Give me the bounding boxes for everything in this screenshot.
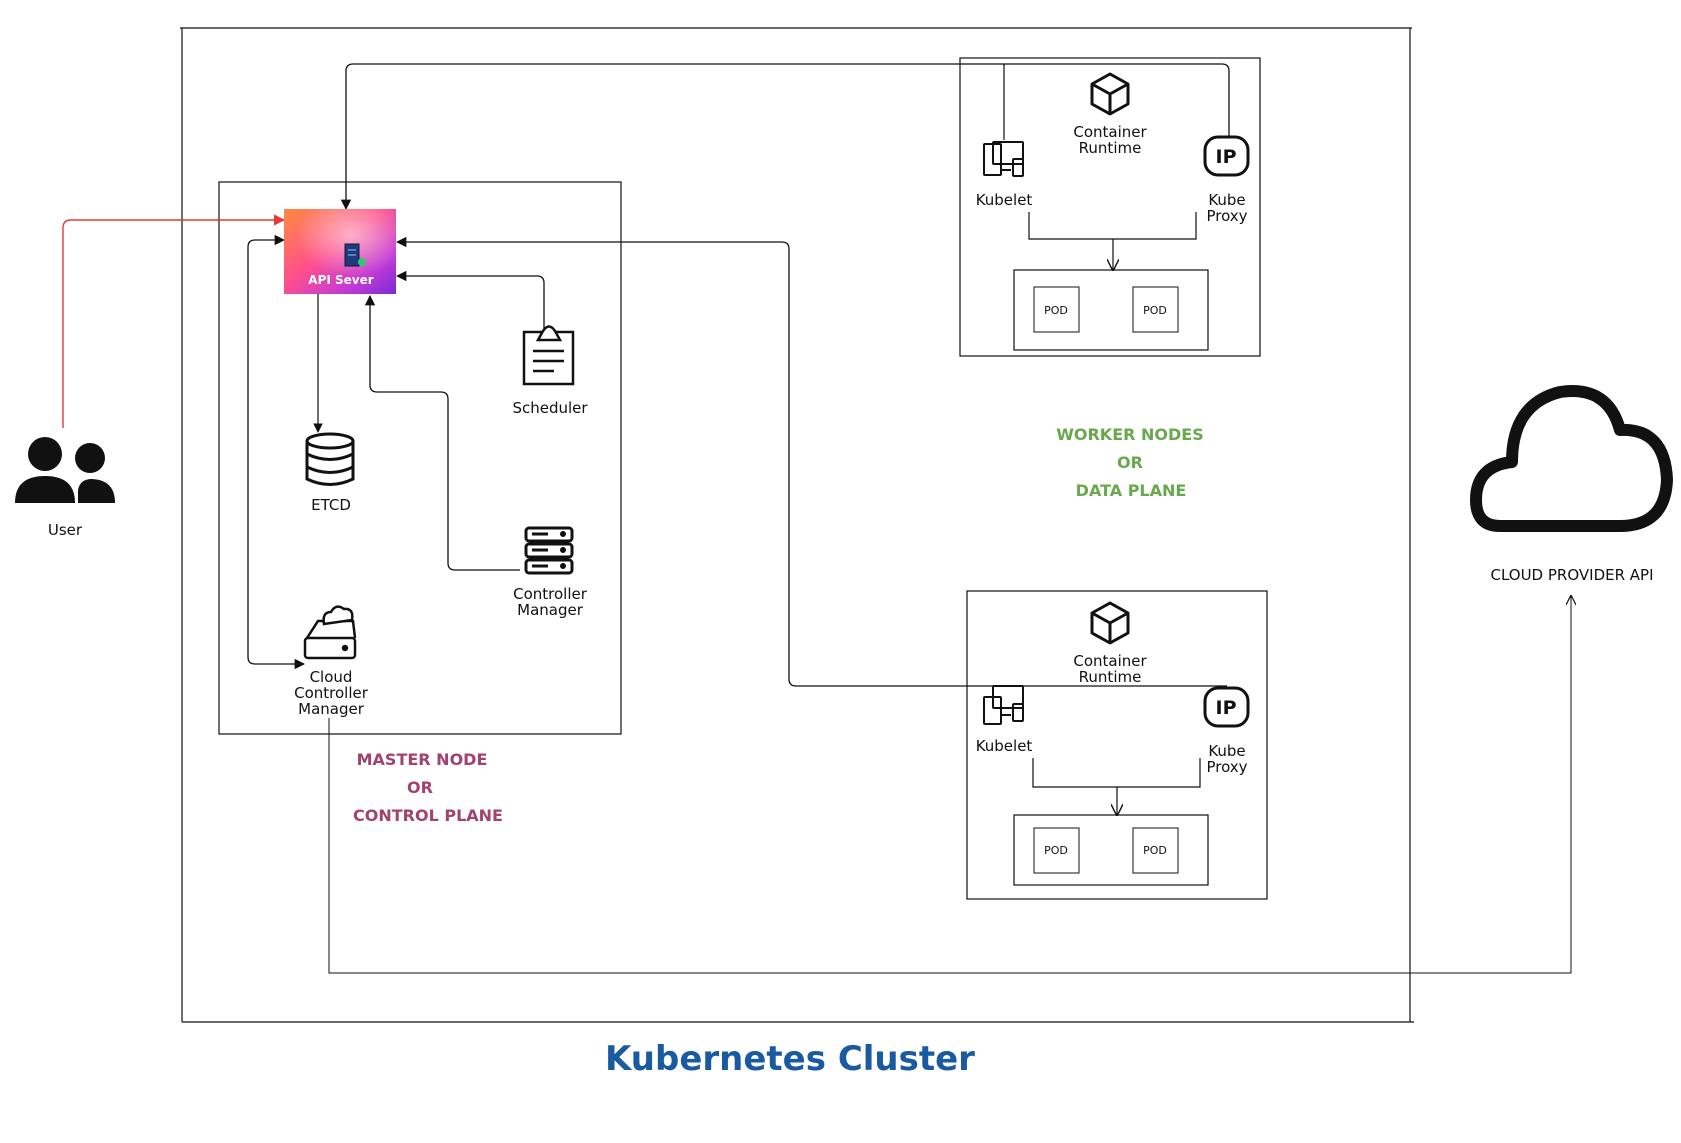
clipboard-icon xyxy=(522,325,575,386)
devices-icon xyxy=(983,685,1024,725)
controller-manager-label-2: Manager xyxy=(517,601,584,619)
database-icon xyxy=(305,432,355,486)
worker1-to-pods xyxy=(1028,212,1197,270)
pod-group-1 xyxy=(1013,269,1209,351)
kube-proxy-label-2: Proxy xyxy=(1206,207,1247,225)
pod-2b xyxy=(1132,827,1179,874)
cluster-title: Kubernetes Cluster xyxy=(605,1039,975,1079)
master-section-subtitle: CONTROL PLANE xyxy=(353,806,503,825)
pod-label: POD xyxy=(1044,304,1068,317)
pod-1b xyxy=(1132,286,1179,333)
worker-section-title: WORKER NODES xyxy=(1056,425,1204,444)
ip-badge-text-2: IP xyxy=(1216,697,1237,719)
cloud-storage-icon xyxy=(303,605,357,660)
api-server-label: API Sever xyxy=(308,273,373,287)
worker2-to-pods xyxy=(1032,758,1201,815)
worker-node-1-box xyxy=(959,57,1261,357)
cluster-frame xyxy=(180,27,1414,1023)
cloud-controller-label-2: Controller xyxy=(294,684,369,702)
ip-icon: IP xyxy=(1203,135,1250,177)
ccm-to-cloud-arrow xyxy=(328,596,1571,974)
controller-manager-label-1: Controller xyxy=(513,585,588,603)
container-runtime-label-1: Container xyxy=(1073,652,1147,670)
kubelet-label: Kubelet xyxy=(976,191,1033,209)
pod-group-2 xyxy=(1013,814,1209,886)
worker1-to-api-arrow xyxy=(346,63,1230,209)
users-icon xyxy=(15,437,115,503)
scheduler-to-api-arrow xyxy=(395,270,545,330)
container-runtime-label-2: Runtime xyxy=(1079,139,1142,157)
devices-icon xyxy=(983,141,1024,177)
server-stack-icon xyxy=(524,526,574,575)
kube-proxy-label-2: Proxy xyxy=(1206,758,1247,776)
api-server-icon xyxy=(284,209,396,294)
controller-to-api-arrow xyxy=(364,294,520,571)
user-to-api-arrow xyxy=(62,214,286,428)
pod-label: POD xyxy=(1143,304,1167,317)
cloud-provider-icon xyxy=(1470,385,1673,532)
worker2-to-api-arrow xyxy=(395,236,1227,687)
master-section-or: OR xyxy=(407,778,433,797)
kubelet-label: Kubelet xyxy=(976,737,1033,755)
pod-label: POD xyxy=(1044,844,1068,857)
kube-proxy-label-1: Kube xyxy=(1208,742,1245,760)
cloud-provider-label: CLOUD PROVIDER API xyxy=(1490,566,1653,584)
container-runtime-icon xyxy=(1090,601,1130,645)
scheduler-label: Scheduler xyxy=(512,399,588,417)
master-node-box xyxy=(218,181,622,735)
worker-section-or: OR xyxy=(1117,453,1143,472)
container-runtime-label-1: Container xyxy=(1073,123,1147,141)
ccm-api-arrow xyxy=(247,234,306,670)
container-runtime-icon xyxy=(1090,72,1130,116)
pod-label: POD xyxy=(1143,844,1167,857)
kube-proxy-label-1: Kube xyxy=(1208,191,1245,209)
worker-node-2-box xyxy=(966,590,1268,900)
etcd-label: ETCD xyxy=(311,496,351,514)
user-label: User xyxy=(48,521,83,539)
pod-1a xyxy=(1033,286,1080,333)
ip-badge-text-1: IP xyxy=(1216,146,1237,168)
master-section-title: MASTER NODE xyxy=(357,750,488,769)
worker-section-subtitle: DATA PLANE xyxy=(1076,481,1187,500)
cloud-controller-label-3: Manager xyxy=(298,700,365,718)
ip-icon: IP xyxy=(1203,686,1250,728)
container-runtime-label-2: Runtime xyxy=(1079,668,1142,686)
cloud-controller-label-1: Cloud xyxy=(310,668,353,686)
pod-2a xyxy=(1033,827,1080,874)
